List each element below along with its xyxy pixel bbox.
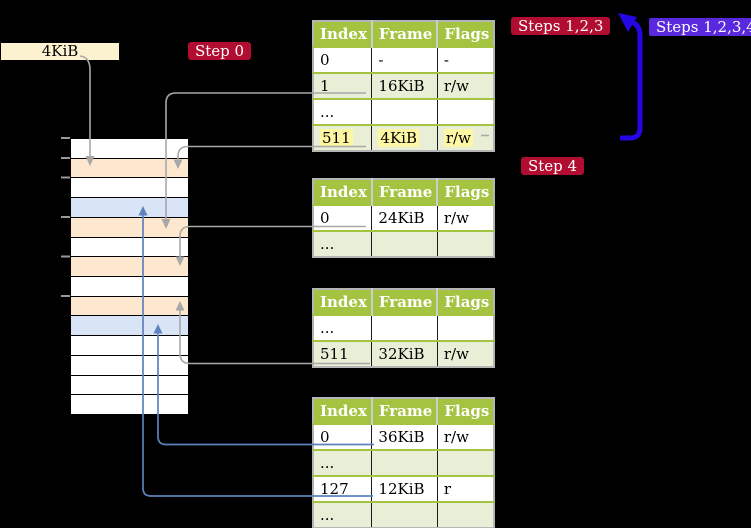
cell-frame: 16KiB: [371, 72, 438, 99]
cell-flags: r/w: [436, 72, 495, 99]
cell-index: 1: [313, 72, 372, 99]
cell-flags: [436, 314, 495, 341]
memory-frame-row: [71, 177, 188, 198]
cell-frame: [371, 501, 438, 528]
cell-index: 511: [313, 124, 372, 151]
memory-frame-row: [71, 315, 188, 336]
cell-frame: 36KiB: [371, 423, 438, 450]
highlight-mark: 4KiB: [378, 129, 419, 147]
cell-frame: 24KiB: [371, 204, 438, 231]
cell-index: 511: [313, 340, 372, 367]
table-header-row: Index Frame Flags: [313, 179, 495, 205]
highlight-mark: 511: [320, 129, 353, 147]
table-header-row: Index Frame Flags: [313, 289, 495, 315]
header-index: Index: [313, 179, 372, 205]
cell-frame: [371, 314, 438, 341]
header-frame: Frame: [370, 179, 438, 205]
cell-flags: r/w: [436, 124, 495, 151]
cell-index: ...: [313, 230, 372, 257]
memory-frame-row: [71, 197, 188, 217]
physical-memory-column: [70, 138, 189, 415]
table-row: ...: [313, 449, 495, 476]
header-flags: Flags: [436, 398, 495, 424]
cell-index: ...: [313, 98, 372, 125]
memory-frame-row: [71, 295, 188, 316]
memory-frame-row: [71, 216, 188, 237]
table-row: ...: [313, 230, 495, 257]
step-0-badge: Step 0: [188, 42, 252, 60]
memory-frame-row: [71, 374, 188, 395]
memory-tick-marks: [61, 137, 70, 297]
cell-flags: r/w: [436, 423, 495, 450]
cell-index: 0: [313, 204, 372, 231]
table-row: 0 36KiB r/w: [313, 423, 495, 450]
table-row: 127 12KiB r: [313, 475, 495, 502]
steps-1234-badge: Steps 1,2,3,4: [649, 18, 751, 36]
cell-frame: [371, 449, 438, 476]
page-table-level-3: Index Frame Flags 0 24KiB r/w ...: [312, 178, 496, 258]
header-frame: Frame: [370, 398, 438, 424]
cell-frame: -: [371, 46, 438, 73]
header-index: Index: [313, 289, 372, 315]
cell-frame: 12KiB: [371, 475, 438, 502]
cell-flags: [436, 449, 495, 476]
cell-index: ...: [313, 314, 372, 341]
cell-index: ...: [313, 449, 372, 476]
page-size-label: 4KiB: [1, 43, 119, 60]
header-flags: Flags: [436, 21, 495, 47]
memory-frame-row: [71, 139, 188, 158]
header-frame: Frame: [370, 289, 438, 315]
memory-frame-row: [71, 335, 188, 355]
page-table-level-2: Index Frame Flags ... 511 32KiB r/w: [312, 288, 496, 368]
highlight-mark: r/w: [443, 129, 473, 147]
page-table-level-4: Index Frame Flags 0 - - 1 16KiB r/w ...: [312, 20, 496, 152]
table-row: 0 - -: [313, 46, 495, 73]
cell-flags: r: [436, 475, 495, 502]
memory-frame-row: [71, 276, 188, 296]
loop-back-arrow: [618, 13, 643, 141]
table-row: ...: [313, 98, 495, 125]
cell-flags: r/w: [436, 204, 495, 231]
cell-frame: [371, 98, 438, 125]
header-flags: Flags: [436, 179, 495, 205]
page-table-level-1: Index Frame Flags 0 36KiB r/w ... 127 12…: [312, 397, 496, 528]
cell-index: 0: [313, 46, 372, 73]
cell-index: 0: [313, 423, 372, 450]
cell-flags: [436, 98, 495, 125]
table-row: ...: [313, 314, 495, 341]
cell-frame: [371, 230, 438, 257]
memory-frame-row: [71, 394, 188, 415]
table-row: 0 24KiB r/w: [313, 204, 495, 231]
memory-frame-row: [71, 236, 188, 257]
table-row: 511 32KiB r/w: [313, 340, 495, 367]
memory-frame-row: [71, 256, 188, 277]
step-4-badge: Step 4: [521, 157, 585, 175]
cell-index: 127: [313, 475, 372, 502]
header-index: Index: [313, 398, 372, 424]
header-index: Index: [313, 21, 372, 47]
cell-flags: -: [436, 46, 495, 73]
cell-flags: [436, 230, 495, 257]
table-row: ...: [313, 501, 495, 528]
table-header-row: Index Frame Flags: [313, 21, 495, 47]
cell-frame: 4KiB: [371, 124, 438, 151]
table-row-highlighted: 511 4KiB r/w: [313, 124, 495, 151]
cell-frame: 32KiB: [371, 340, 438, 367]
header-flags: Flags: [436, 289, 495, 315]
memory-frame-row: [71, 157, 188, 178]
loop-back-arrowhead: [618, 13, 637, 32]
header-frame: Frame: [370, 21, 438, 47]
cell-index: ...: [313, 501, 372, 528]
cell-flags: [436, 501, 495, 528]
steps-123-badge: Steps 1,2,3: [511, 17, 611, 35]
table-header-row: Index Frame Flags: [313, 398, 495, 424]
cell-flags: r/w: [436, 340, 495, 367]
memory-frame-row: [71, 354, 188, 375]
table-row: 1 16KiB r/w: [313, 72, 495, 99]
